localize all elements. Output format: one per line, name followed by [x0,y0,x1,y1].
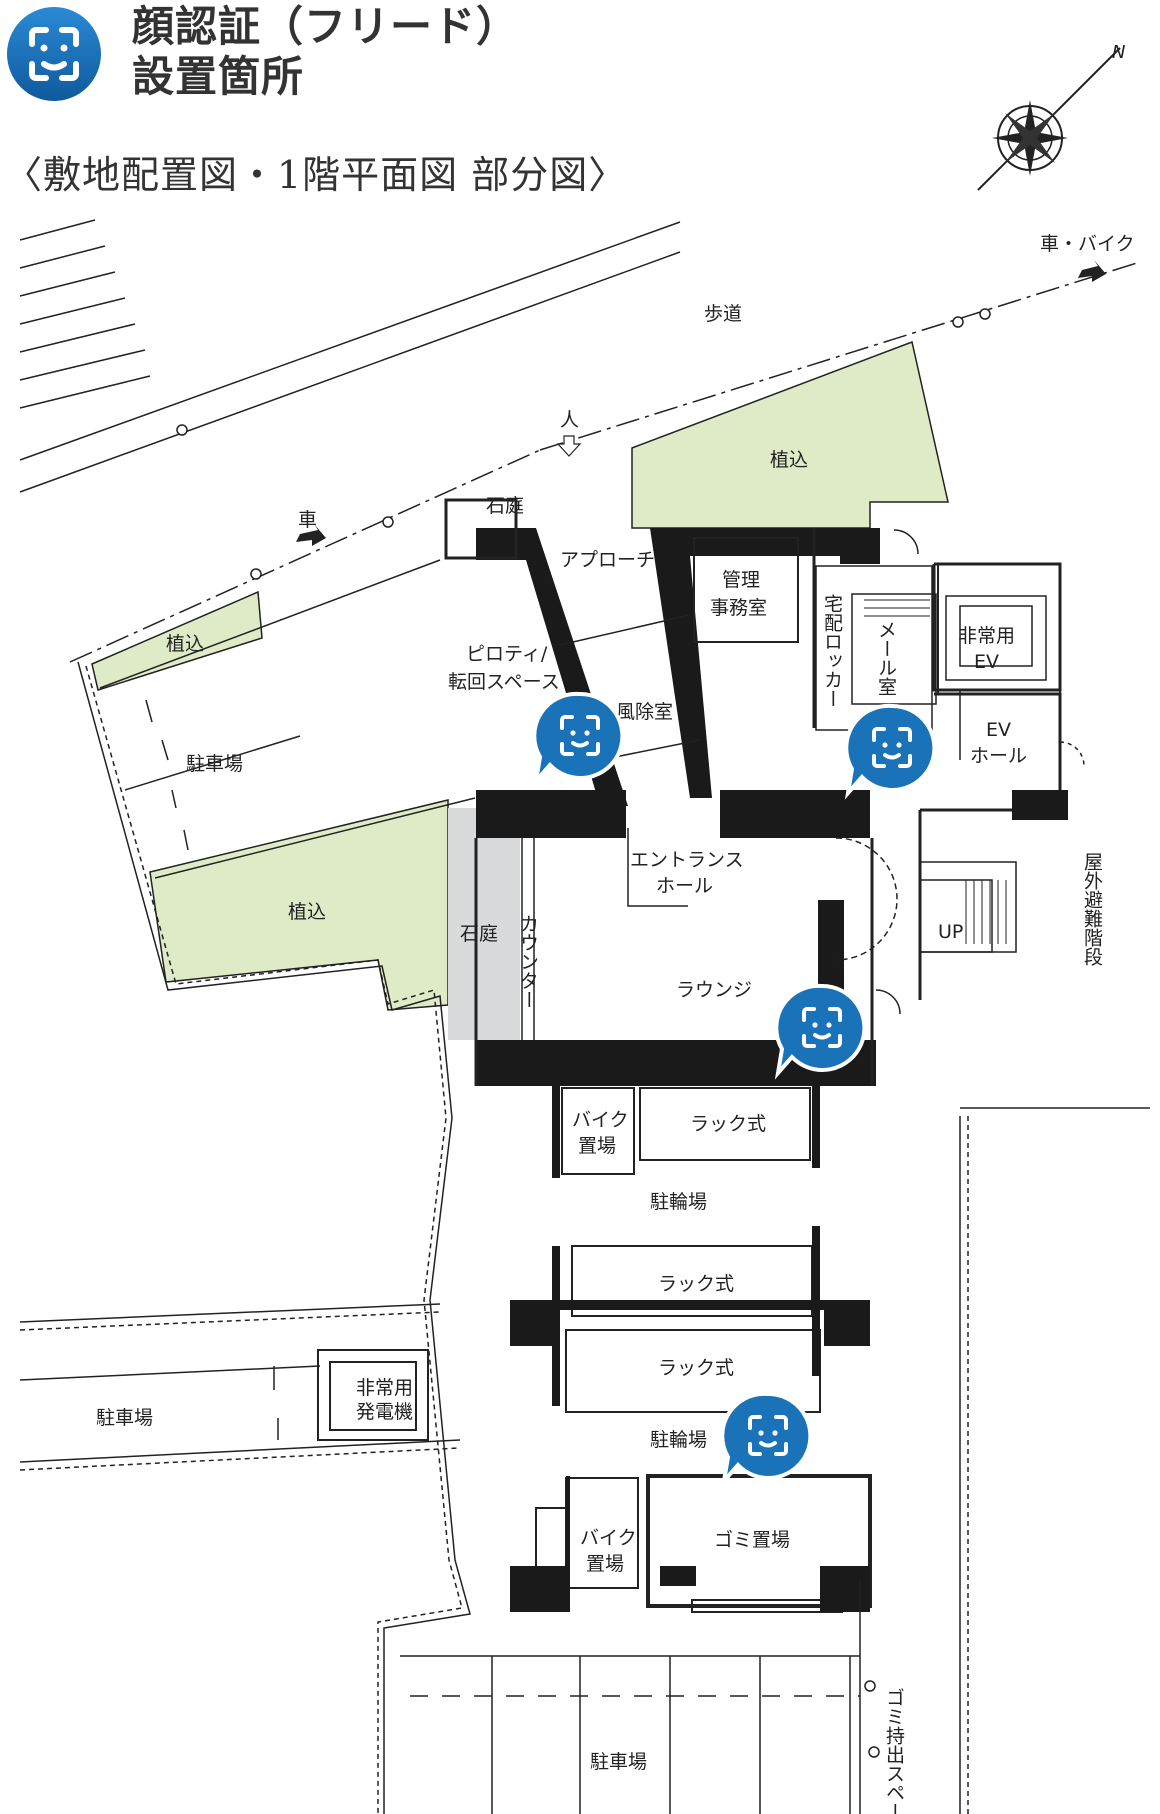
car-label: 車 [298,509,317,531]
bottom-parking-lines [400,1580,861,1814]
page-title: 顔認証（フリード） 設置箇所 [132,2,519,102]
rack-label-3: ラック式 [658,1357,734,1379]
emergency-ev-label-1: 非常用 [958,625,1015,647]
compass-rose-icon: N [977,42,1125,191]
face-recognition-marker-bicycle [720,1391,813,1483]
face-recognition-icon [7,7,101,101]
person-arrow-icon [556,435,582,457]
ev-hall-label-1: EV [986,719,1011,741]
building-walls [476,528,1068,1086]
page-subtitle: 〈敷地配置図・1階平面図 部分図〉 [4,153,628,197]
office-label-2: 事務室 [710,597,767,619]
delivery-locker-label: 宅配ロッカー [821,594,843,708]
garbage-out-label: ゴミ持出スペース [883,1688,905,1814]
site-boundary [19,661,1150,1814]
emergency-ev-label-2: EV [974,651,999,673]
sidewalk-label: 歩道 [704,303,742,325]
parking-stall-marks [19,559,476,1440]
title-line-2: 設置箇所 [132,52,305,101]
office-label-1: 管理 [722,569,760,591]
planting-areas [91,340,949,1011]
road-edges [19,221,1141,663]
entrance-label-1: エントランス [630,849,744,871]
parking-label-bottom: 駐車場 [590,1751,647,1773]
bike-parking-label-3: バイク [580,1527,637,1549]
entrance-label-2: ホール [656,875,713,897]
planting-label-top: 植込 [770,449,808,471]
counter-label: カウンター [517,914,539,1009]
face-recognition-marker-entrance [532,691,625,783]
title-line-1: 顔認証（フリード） [132,2,520,51]
outdoor-stairs-label: 屋外避難階段 [1081,852,1103,966]
lounge-label: ラウンジ [676,979,752,1001]
bicycle-parking-label-1: 駐輪場 [650,1191,707,1213]
rack-label-2: ラック式 [658,1273,734,1295]
planting-label-middle: 植込 [288,901,326,923]
bicycle-parking-label-2: 駐輪場 [650,1429,707,1451]
stone-garden-label-side: 石庭 [460,923,498,945]
bike-rack-walls [510,1086,870,1612]
bike-parking-label-4: 置場 [586,1553,624,1575]
ev-hall-label-2: ホール [970,745,1027,767]
up-label: UP [938,921,963,943]
bike-parking-label-2: 置場 [578,1135,616,1157]
approach-label: アプローチ [560,549,655,571]
stone-garden-area [448,808,520,1040]
pilotis-label-1: ピロティ/ [466,643,548,665]
room-lines [521,529,1085,1040]
stone-garden-label-top: 石庭 [486,495,524,517]
boundary-posts [176,308,991,580]
parking-label-left: 駐車場 [186,753,243,775]
generator-label-2: 発電機 [356,1401,413,1423]
generator-label-1: 非常用 [356,1377,413,1399]
garbage-label: ゴミ置場 [714,1529,790,1551]
car-arrow-icon [296,524,326,546]
person-label: 人 [560,409,579,431]
car-bike-arrow-icon [1078,260,1106,282]
face-recognition-marker-mail [844,703,937,795]
north-label: N [1112,42,1125,63]
crosswalk-stripes [19,219,151,409]
stair-treads [864,599,1007,944]
windbreak-label: 風除室 [616,701,673,723]
bike-parking-label-1: バイク [572,1109,629,1131]
mail-room-label: メール室 [875,620,897,696]
planting-label-left: 植込 [166,633,204,655]
face-recognition-marker-lounge [774,983,867,1075]
building-outline [444,498,1062,1086]
rack-label-1: ラック式 [690,1113,766,1135]
parking-label-lower: 駐車場 [96,1407,153,1429]
pilotis-label-2: 転回スペース [448,671,560,693]
car-bike-label: 車・バイク [1040,233,1135,255]
